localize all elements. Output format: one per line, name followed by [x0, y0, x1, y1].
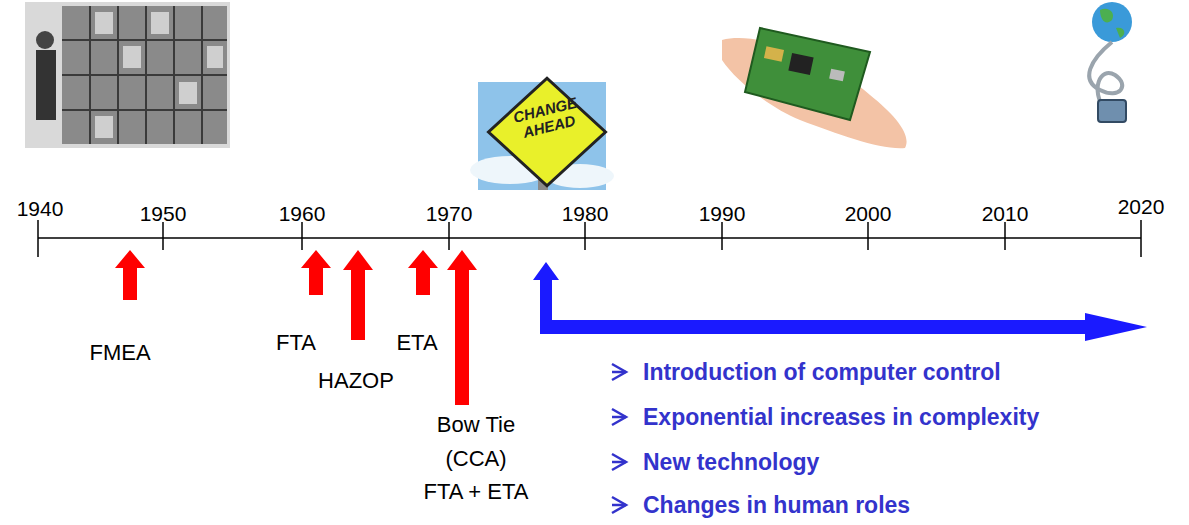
bullet-text: Changes in human roles [643, 494, 910, 517]
road-sign: CHANGE AHEAD [486, 76, 608, 188]
globe-cable-icon [1089, 2, 1132, 122]
computer-photo [25, 2, 230, 148]
method-label: FTA + ETA [424, 481, 529, 503]
hand-board-photo [722, 28, 907, 148]
method-label: FTA [276, 332, 316, 354]
bullet-text: Introduction of computer control [643, 361, 1001, 384]
year-label: 2020 [1118, 196, 1165, 217]
timeline-axis [38, 220, 1141, 257]
era-arrow [533, 262, 1147, 341]
method-arrows [115, 250, 477, 405]
year-label: 1940 [17, 198, 64, 219]
year-label: 1970 [426, 203, 473, 224]
year-label: 1950 [140, 203, 187, 224]
year-label: 1980 [562, 203, 609, 224]
method-label: Bow Tie [437, 414, 515, 436]
method-label: FMEA [89, 342, 150, 364]
method-label: (CCA) [445, 448, 506, 470]
year-label: 1990 [699, 203, 746, 224]
bullet-text: Exponential increases in complexity [643, 406, 1039, 429]
year-label: 1960 [279, 203, 326, 224]
bullet-markers [612, 364, 626, 513]
year-label: 2000 [845, 203, 892, 224]
method-label: ETA [396, 332, 437, 354]
year-label: 2010 [982, 203, 1029, 224]
method-label: HAZOP [318, 370, 394, 392]
bullet-text: New technology [643, 451, 819, 474]
